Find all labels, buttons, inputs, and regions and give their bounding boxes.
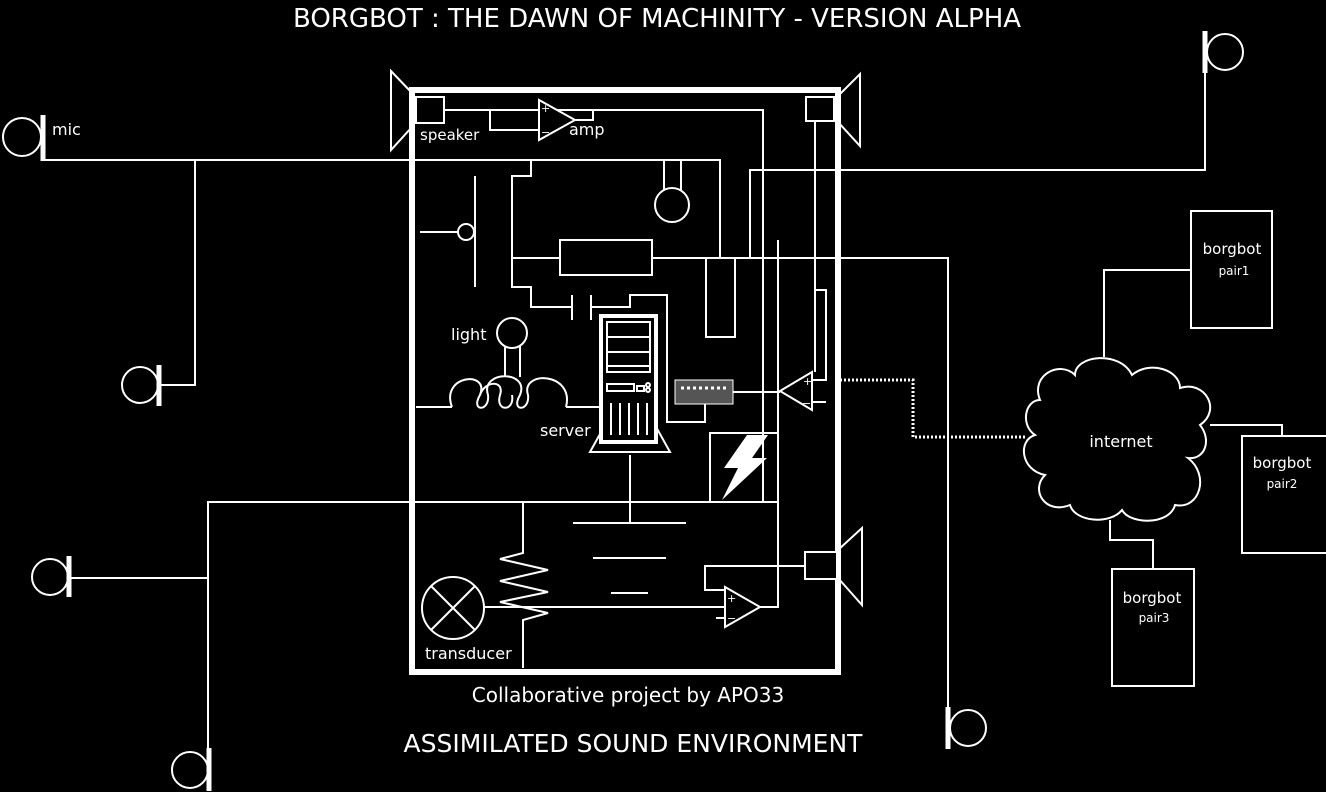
main-enclosure — [409, 87, 841, 675]
transducer-label: transducer — [425, 644, 512, 663]
amp-plus: + — [541, 102, 550, 115]
coil-icon — [416, 375, 600, 409]
credit-text: Collaborative project by APO33 — [472, 683, 784, 707]
network-link — [840, 378, 1026, 439]
borgbot-pair3: borgbot pair3 — [1111, 568, 1195, 687]
speaker-top-right-icon — [805, 71, 861, 372]
mic-bottom-left-icon — [171, 748, 212, 791]
server-icon — [588, 314, 672, 453]
amp-label: amp — [569, 120, 605, 139]
battery-icon — [573, 455, 686, 594]
internet-cloud-icon — [1022, 357, 1212, 522]
opamp-right-icon: + − — [778, 289, 827, 412]
network-device-icon — [674, 379, 734, 405]
mic-icon — [2, 115, 46, 161]
amp-icon: + − — [444, 98, 764, 502]
internet-label: internet — [1089, 432, 1152, 451]
transducer-icon — [421, 576, 485, 640]
pair3-sub: pair3 — [1139, 611, 1170, 625]
resistor-icon — [559, 239, 653, 276]
mic-left-lower-icon — [31, 556, 72, 597]
capacitor-icon — [571, 295, 592, 320]
server-label: server — [540, 421, 591, 440]
bulb-icon — [654, 160, 690, 223]
pair2-name: borgbot — [1253, 454, 1312, 472]
pair1-name: borgbot — [1203, 240, 1262, 258]
borgbot-pair2: borgbot pair2 — [1241, 435, 1326, 554]
speaker-label: speaker — [420, 126, 480, 144]
light-label: light — [451, 325, 486, 344]
borgbot-pair1: borgbot pair1 — [1190, 210, 1273, 329]
switch-icon — [420, 176, 476, 287]
opamp-right-plus: + — [803, 375, 812, 388]
mic-bottom-right-icon — [945, 707, 987, 749]
opamp-right-minus: − — [802, 397, 811, 410]
mic-left-middle-icon — [121, 365, 162, 406]
opamp-bottom-plus: + — [727, 592, 736, 605]
pair1-sub: pair1 — [1219, 264, 1250, 278]
zigzag-resistor-icon — [499, 502, 549, 668]
mic-top-right-icon — [1202, 31, 1244, 73]
subtitle-text: ASSIMILATED SOUND ENVIRONMENT — [404, 729, 864, 758]
amp-minus: − — [541, 126, 550, 139]
lightning-icon — [722, 435, 768, 500]
pair3-name: borgbot — [1123, 589, 1182, 607]
diagram-title: BORGBOT : THE DAWN OF MACHINITY - VERSIO… — [293, 4, 1021, 34]
opamp-bottom-minus: − — [727, 612, 736, 625]
opamp-bottom-icon: + − — [704, 565, 805, 629]
speaker-top-left-icon — [390, 68, 445, 153]
light-icon — [496, 317, 528, 377]
pair2-sub: pair2 — [1267, 477, 1298, 491]
speaker-bottom-right-icon — [804, 525, 863, 608]
mic-label: mic — [52, 120, 81, 139]
